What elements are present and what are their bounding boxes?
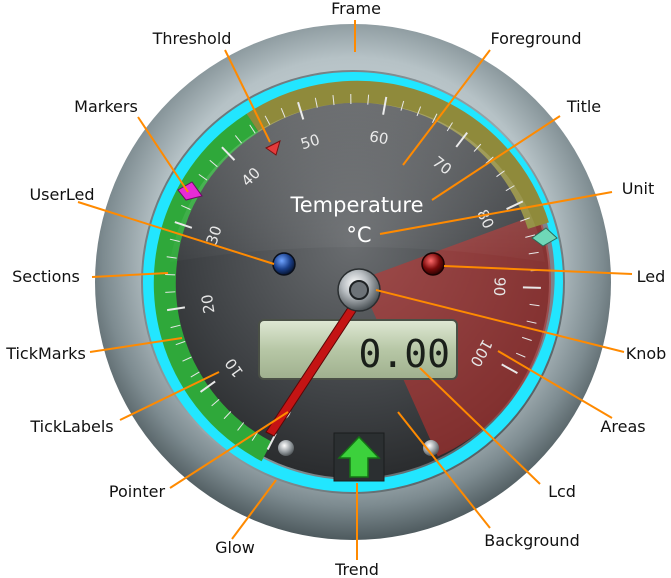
callout-line-led	[443, 265, 633, 275]
minor-tick	[526, 320, 537, 324]
callout-line-tickmarks	[89, 337, 183, 353]
callout-knob: Knob	[626, 344, 667, 363]
lcd-display	[258, 319, 458, 380]
callout-glow: Glow	[215, 538, 255, 557]
gauge-section-olive	[246, 80, 549, 229]
trend-up-icon	[337, 435, 381, 478]
callout-lines	[77, 20, 633, 560]
minor-tick	[209, 159, 218, 168]
callout-areas: Areas	[600, 417, 645, 436]
callout-tickmarks: TickMarks	[5, 344, 86, 363]
callout-line-markers	[137, 116, 189, 193]
minor-tick	[223, 411, 232, 420]
major-tick	[199, 380, 216, 393]
minor-tick	[251, 431, 258, 441]
minor-tick	[234, 135, 242, 144]
minor-tick	[237, 422, 245, 431]
callout-led: Led	[637, 267, 666, 286]
lcd-value: 0.00	[358, 332, 450, 376]
callout-unit: Unit	[622, 179, 655, 198]
minor-tick	[170, 324, 181, 329]
callout-background: Background	[484, 531, 579, 550]
screw-right	[423, 440, 439, 456]
gauge-foreground	[170, 102, 545, 262]
callout-trend: Trend	[334, 560, 379, 578]
minor-tick	[211, 398, 220, 407]
callout-line-threshold	[224, 49, 271, 143]
callout-userled: UserLed	[29, 185, 94, 204]
callout-line-pointer	[169, 411, 289, 489]
marker-magenta	[177, 181, 203, 201]
gauge-unit: °C	[346, 223, 371, 247]
minor-tick	[314, 97, 318, 108]
callout-lcd: Lcd	[548, 482, 576, 501]
minor-tick	[182, 356, 192, 362]
callout-pointer: Pointer	[109, 482, 166, 501]
callout-line-unit	[379, 191, 613, 235]
user-led	[272, 252, 296, 276]
minor-tick	[367, 94, 370, 105]
callout-threshold: Threshold	[152, 29, 232, 48]
callout-line-areas	[497, 350, 613, 419]
minor-tick	[529, 303, 540, 307]
callout-line-lcd	[419, 367, 541, 485]
callout-line-knob	[375, 289, 625, 353]
callout-markers: Markers	[74, 97, 138, 116]
tick-label-90: 90	[490, 277, 509, 297]
minor-tick	[522, 336, 532, 341]
major-tick	[166, 306, 186, 312]
major-tick	[522, 286, 541, 289]
screw-left	[278, 440, 294, 456]
gauge-knob-center	[349, 280, 369, 300]
led	[421, 252, 445, 276]
tick-label-20: 20	[198, 293, 219, 315]
callout-line-userled	[77, 201, 275, 265]
gauge-glow	[143, 72, 563, 492]
minor-tick	[165, 291, 176, 293]
callout-line-ticklabels	[119, 371, 220, 421]
minor-tick	[175, 340, 186, 346]
marker-teal	[531, 227, 558, 247]
threshold-marker	[265, 140, 281, 156]
callout-line-sections	[91, 272, 169, 278]
callout-line-glow	[231, 479, 277, 540]
gauge-section-green	[153, 113, 272, 462]
minor-tick	[264, 115, 271, 125]
minor-tick	[190, 371, 200, 378]
minor-tick	[280, 108, 286, 118]
callout-line-foreground	[402, 49, 491, 166]
gauge-title: Temperature	[289, 193, 423, 217]
callout-title: Title	[566, 97, 601, 116]
minor-tick	[515, 352, 526, 358]
callout-sections: Sections	[12, 267, 80, 286]
minor-tick	[249, 124, 256, 134]
callout-frame: Frame	[331, 0, 381, 18]
callout-line-background	[397, 411, 491, 529]
minor-tick	[332, 95, 335, 106]
callout-foreground: Foreground	[490, 29, 581, 48]
callout-ticklabels: TickLabels	[29, 417, 113, 436]
callout-line-title	[431, 115, 561, 201]
major-tick	[501, 363, 518, 375]
